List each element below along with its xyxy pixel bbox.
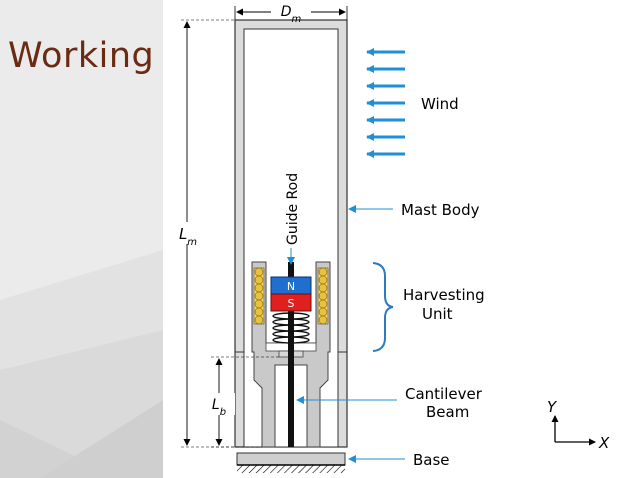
wind-label: Wind xyxy=(421,95,459,113)
dimension-dm: Dm xyxy=(234,3,348,25)
guide-rod-callout: Guide Rod xyxy=(285,173,301,265)
dimension-lb: Lb xyxy=(203,356,279,448)
panel-decoration xyxy=(0,250,163,478)
magnet-north-label: N xyxy=(287,280,295,293)
magnet: N S xyxy=(270,276,312,312)
harvesting-label-1: Harvesting xyxy=(403,286,485,304)
guide-rod-label: Guide Rod xyxy=(285,173,301,245)
mast-body-label: Mast Body xyxy=(401,201,480,219)
magnet-south-label: S xyxy=(288,297,295,310)
left-coil xyxy=(253,267,265,325)
x-axis-label: X xyxy=(598,434,610,452)
base xyxy=(236,452,346,473)
right-coil xyxy=(317,267,329,325)
harvesting-brace xyxy=(372,262,394,352)
slide-title: Working xyxy=(8,36,155,76)
slide-left-panel: Working xyxy=(0,0,163,478)
y-axis-label: Y xyxy=(547,398,558,416)
xy-axes: Y X xyxy=(547,398,610,452)
base-label: Base xyxy=(413,451,450,469)
dimension-lm: Lm xyxy=(169,19,235,448)
mast-harvester-diagram: N S Dm Lm Lb Guide R xyxy=(169,3,610,473)
guide-rod xyxy=(288,262,294,447)
spring xyxy=(272,312,310,344)
wind-arrows xyxy=(366,48,405,158)
cantilever-label-1: Cantilever xyxy=(405,385,483,403)
cantilever-label-2: Beam xyxy=(426,403,469,421)
harvesting-label-2: Unit xyxy=(422,305,453,323)
